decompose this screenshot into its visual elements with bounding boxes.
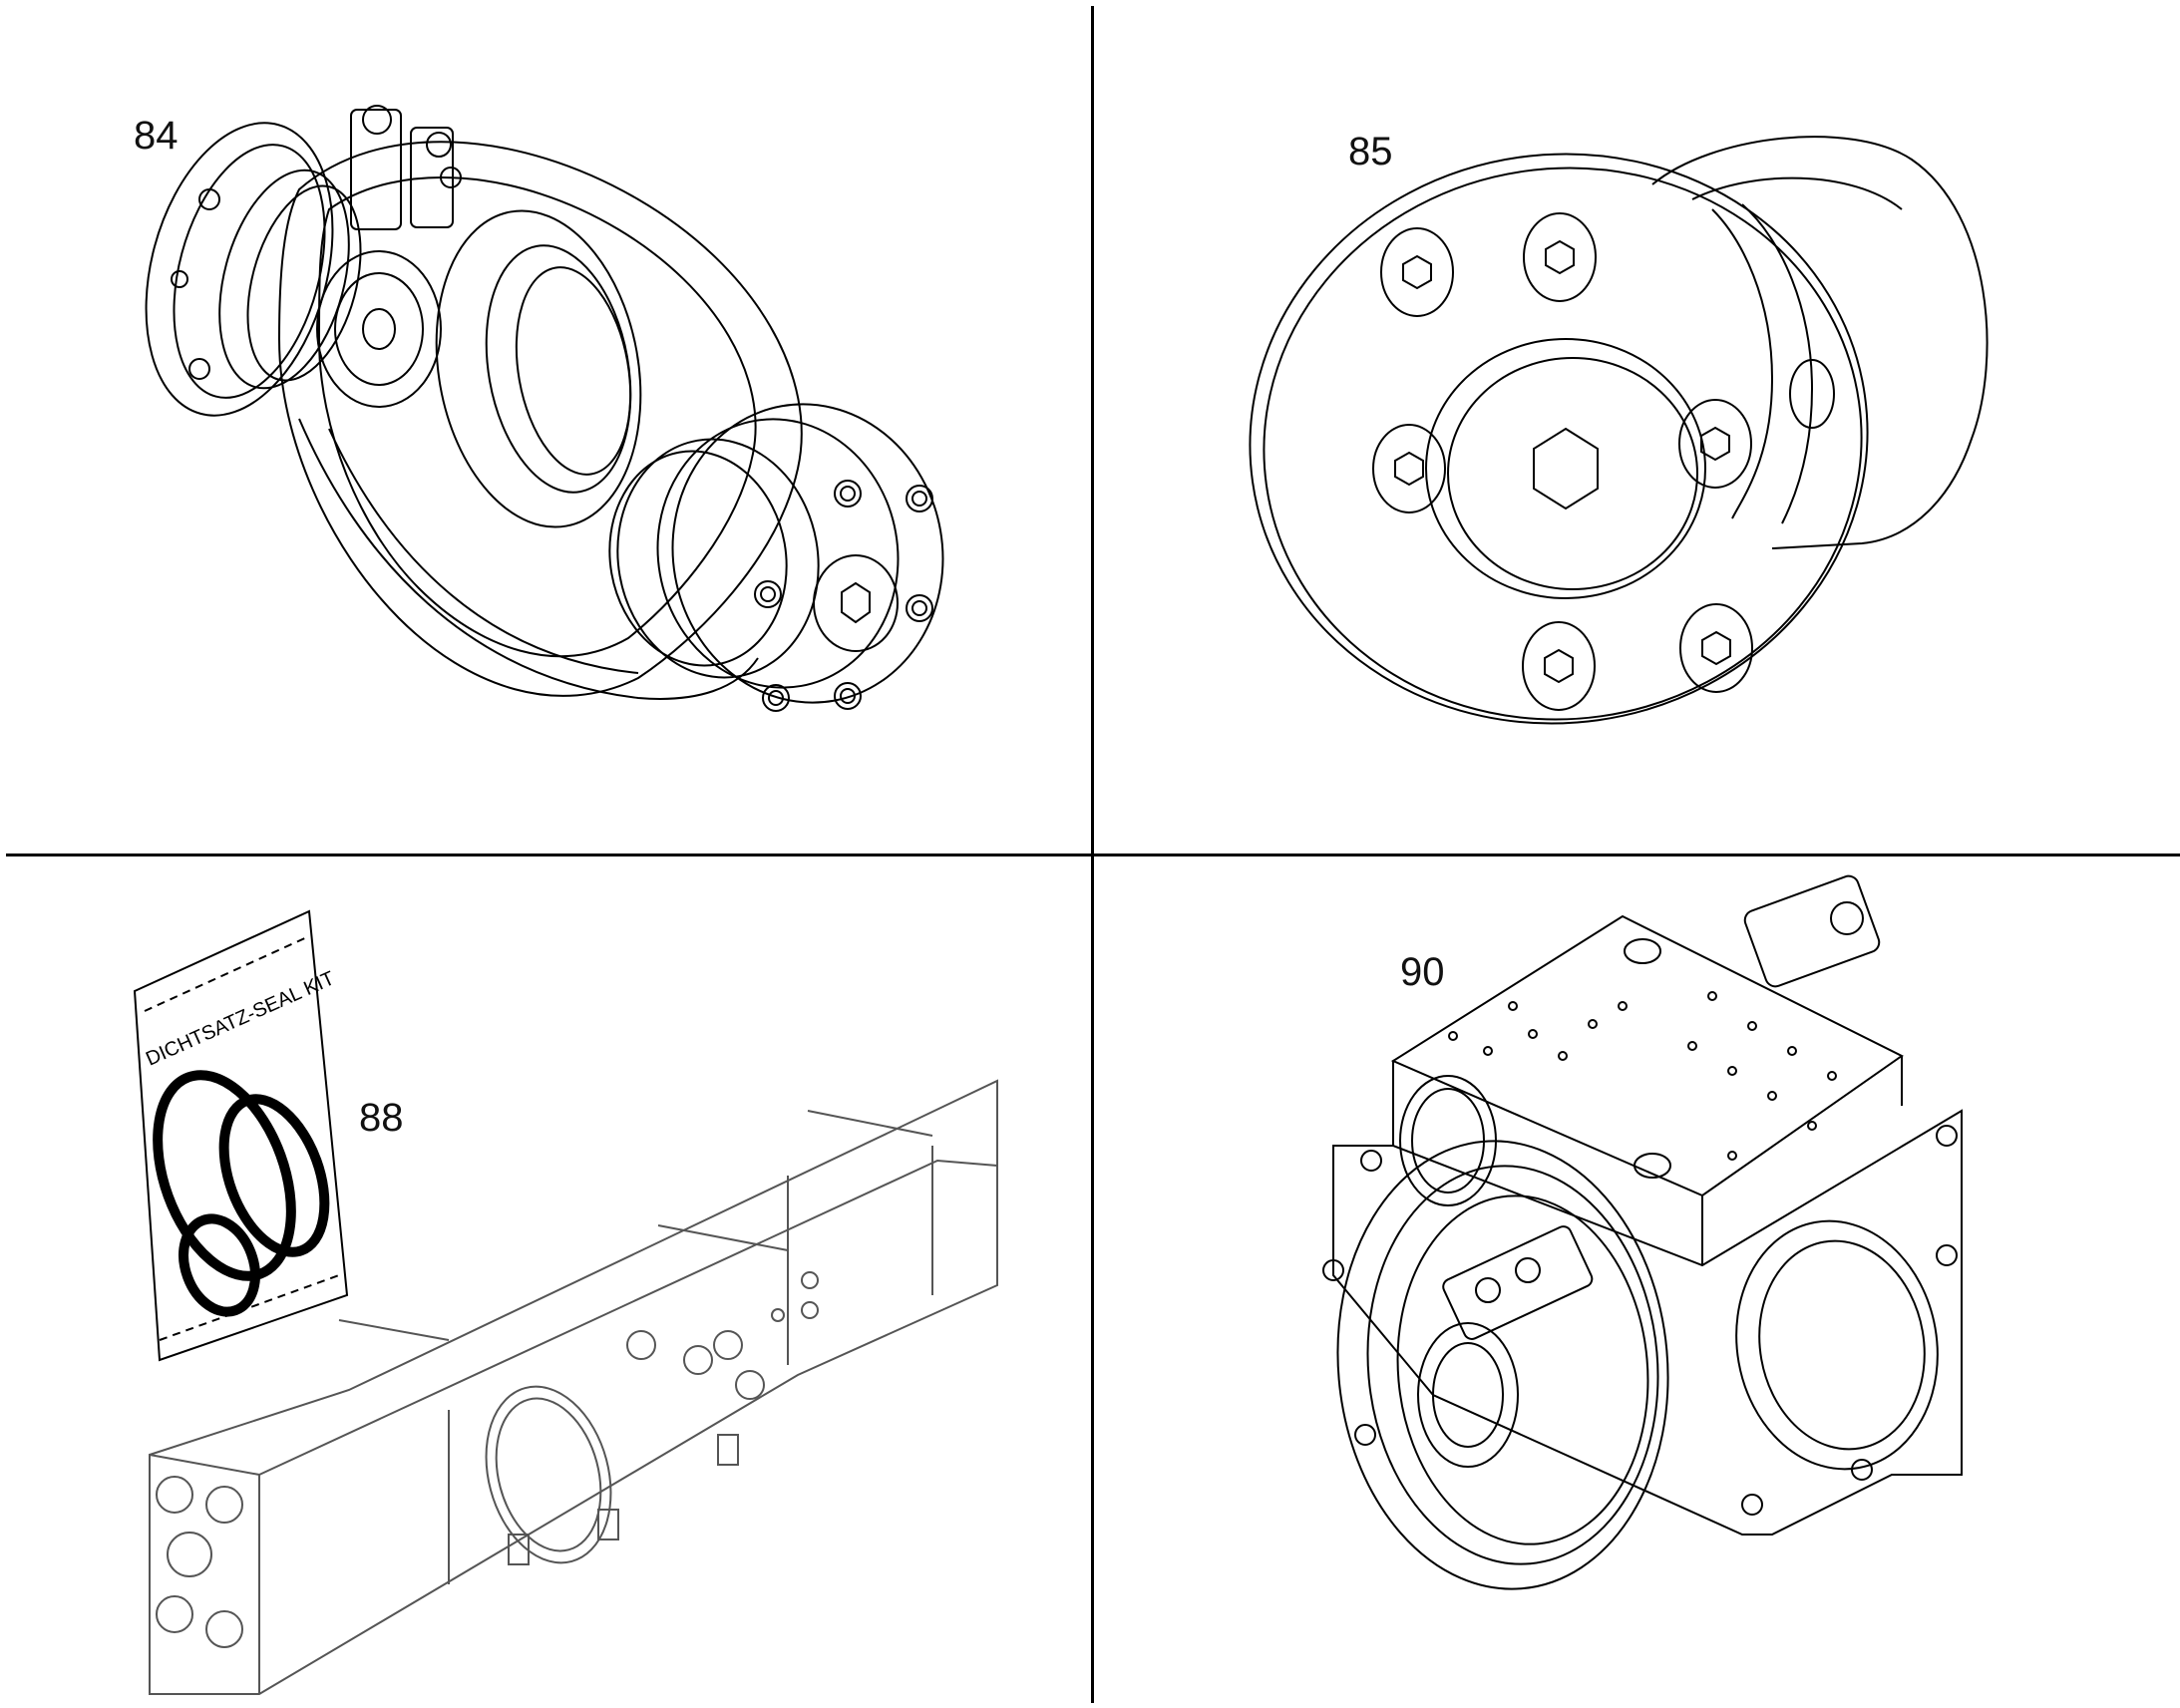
top-shaft [1742,873,1882,989]
front-disc [1213,115,1904,764]
top-clevis [351,110,401,229]
splined-shaft [1418,1323,1518,1467]
top-fittings [1449,939,1836,1178]
horizontal-divider [6,854,2180,856]
right-flange [649,383,966,724]
front-flange [1319,1127,1686,1602]
ring-housing [279,142,802,696]
rear-drum [1652,137,1988,548]
valve-manifold [150,1081,997,1694]
callout-85: 85 [1348,130,1393,173]
housing-illustration [0,0,1091,854]
center-hex-socket [814,555,898,651]
panel-part-90: 90 [1094,856,2180,1708]
mounting-holes [1323,1126,1957,1515]
seal-kit-and-manifold-illustration: DICHTSATZ-SEAL KIT [0,856,1091,1708]
panel-part-85: 85 [1094,0,2180,854]
panel-part-88: 88 DICHTSATZ-SEAL KIT [0,856,1091,1708]
pump-housing-illustration [1094,856,2180,1708]
side-port [1400,1076,1496,1205]
callout-90: 90 [1400,950,1445,994]
callout-84: 84 [134,114,179,158]
panel-part-84: 84 [0,0,1091,854]
housing-body [1333,1111,1962,1535]
control-lever [1441,1224,1595,1342]
left-hub [317,251,441,407]
o-rings [133,1057,344,1322]
ring-opening [413,194,665,543]
center-hex-socket [1534,429,1598,509]
seal-kit-bag [135,911,347,1360]
left-flange [116,102,363,436]
callout-88: 88 [359,1096,404,1140]
seal-kit-label: DICHTSATZ-SEAL KIT [143,967,338,1070]
center-hub [1426,339,1705,598]
left-flange-inner [149,128,351,414]
flange-bolts [755,481,932,711]
end-cap-illustration [1094,0,2180,854]
cap-bolts [1373,213,1752,710]
right-port [1717,1205,1957,1486]
